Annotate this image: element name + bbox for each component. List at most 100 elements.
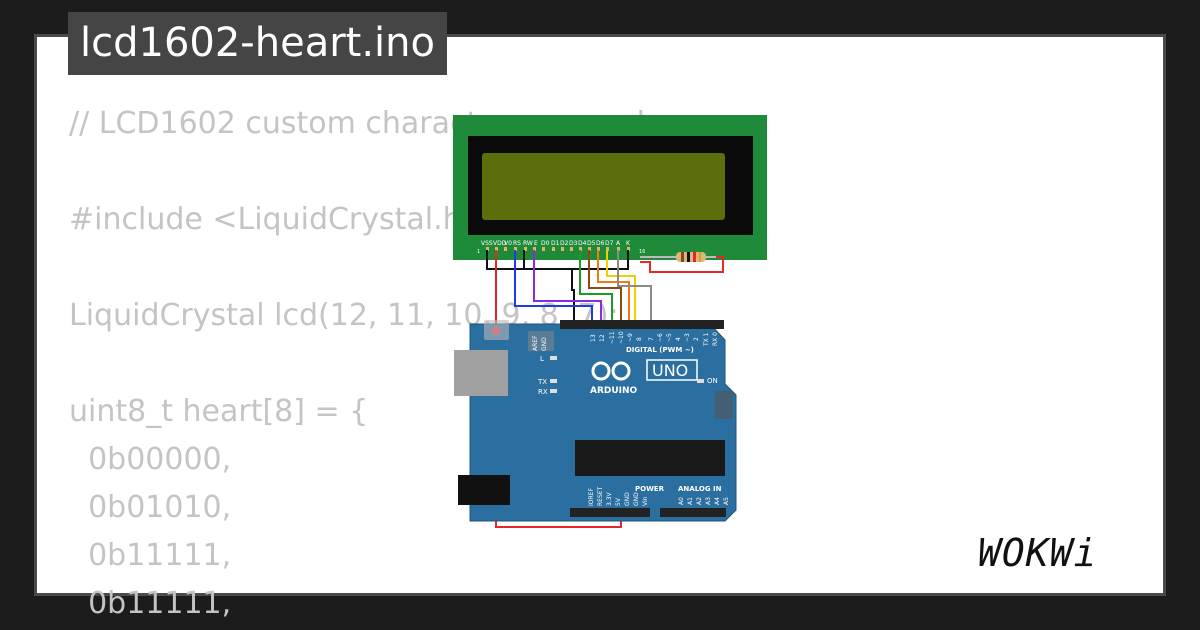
lcd-pin-label-d4: D4 <box>578 240 587 247</box>
atmega-chip <box>575 440 725 476</box>
circuit-diagram: VSS VDD V0 RS RW E D0 D1 D2 D3 D4 D5 D6 … <box>453 115 767 528</box>
icsp-header-top <box>528 331 554 351</box>
wire-d7-d7 <box>606 250 636 324</box>
lcd-pin-label-a: A <box>616 240 621 247</box>
pin-label-ioref: IOREF <box>588 488 595 506</box>
power-label: POWER <box>635 485 665 493</box>
pin-label-gnd-2: GND <box>633 492 640 506</box>
code-line: uint8_t heart[8] = { <box>69 394 369 429</box>
pin-label-7: 7 <box>648 337 655 341</box>
pin-label-aref: AREF <box>532 335 539 351</box>
usb-port <box>454 350 508 396</box>
lcd-pin-number-first: 1 <box>477 249 480 255</box>
project-title: lcd1602-heart.ino <box>68 12 447 75</box>
lcd-pin-label-k: K <box>626 240 631 247</box>
pin-label-13: 13 <box>590 334 597 342</box>
pin-label-3v3: 3.3V <box>606 491 613 506</box>
wire-rs-d12 <box>514 250 593 324</box>
led-tx <box>550 379 557 383</box>
lcd-screen <box>482 153 725 220</box>
pin-label-reset: RESET <box>597 486 604 506</box>
lcd-pin-label-d1: D1 <box>551 240 560 247</box>
wire-d5-d9 <box>588 250 622 324</box>
lcd-pin-label-rs: RS <box>513 240 521 247</box>
reset-housing <box>484 320 509 340</box>
code-preview: // LCD1602 custom characters example#inc… <box>69 100 969 621</box>
power-header <box>570 508 650 517</box>
lcd1602-display: VSS VDD V0 RS RW E D0 D1 D2 D3 D4 D5 D6 … <box>453 115 767 260</box>
pin-label-5v: 5V <box>615 497 622 506</box>
power-pin-labels: IOREF RESET 3.3V 5V GND GND Vin <box>588 486 649 506</box>
pin-label-tx1: TX 1 <box>703 332 710 347</box>
digital-pin-labels: AREF GND 13 12 ~11 ~10 ~9 8 7 ~6 ~5 4 ~3… <box>532 331 719 351</box>
lcd-pin-number-last: 16 <box>639 249 645 255</box>
pin-label-gnd: GND <box>541 337 548 351</box>
pin-label-8: 8 <box>636 337 643 341</box>
analog-header <box>660 508 726 517</box>
pin-label-a4: A4 <box>714 497 721 505</box>
code-line: 0b01010, <box>69 490 232 525</box>
lcd-pin-label-vss: VSS <box>481 240 493 247</box>
lcd-pin-label-rw: RW <box>523 240 533 247</box>
lcd-pin-label-d0: D0 <box>541 240 550 247</box>
pin-label-5: ~5 <box>666 333 673 342</box>
led-label-l: L <box>540 355 544 363</box>
icsp-header-side <box>715 391 733 419</box>
pin-label-10: ~10 <box>618 331 625 344</box>
power-jack <box>458 475 510 505</box>
pin-label-gnd-1: GND <box>624 492 631 506</box>
led-label-rx: RX <box>538 388 548 396</box>
pin-label-a0: A0 <box>678 497 685 505</box>
wire-e-d11 <box>533 250 602 324</box>
on-label: ON <box>707 377 718 385</box>
lcd-pin-label-d2: D2 <box>560 240 569 247</box>
arduino-logo: ARDUINO UNO <box>590 359 698 396</box>
pin-label-a1: A1 <box>687 497 694 505</box>
code-line: 0b11111, <box>69 586 232 621</box>
wire-res-5v <box>640 256 724 273</box>
code-line: 0b11111, <box>69 538 232 573</box>
wire-k-gnd <box>572 250 629 270</box>
arduino-brand: ARDUINO <box>590 386 638 396</box>
resistor <box>640 252 716 262</box>
arduino-uno-board: DIGITAL (PWM ~) L TX RX ON ARDUINO UNO A… <box>454 320 737 522</box>
pin-label-a5: A5 <box>723 497 730 505</box>
lcd-pin-label-vdd: VDD <box>493 240 507 247</box>
wire-a-res <box>617 250 652 324</box>
lcd-pin-label-d6: D6 <box>596 240 605 247</box>
lcd-pin-label-d5: D5 <box>587 240 596 247</box>
pin-label-9: ~9 <box>627 333 634 342</box>
led-l <box>550 356 557 360</box>
pin-label-a3: A3 <box>705 497 712 505</box>
led-on <box>697 379 704 383</box>
lcd-pin-header <box>486 247 630 251</box>
led-rx <box>550 389 557 393</box>
pin-label-6: ~6 <box>657 333 664 342</box>
led-label-tx: TX <box>537 378 547 386</box>
pin-label-4: 4 <box>675 337 682 341</box>
lcd-pin-label-e: E <box>534 240 538 247</box>
wire-d4-d10 <box>579 250 613 324</box>
analog-label: ANALOG IN <box>678 485 722 493</box>
wire-d6-d8 <box>597 250 630 324</box>
wire-rw-gnd <box>523 250 572 270</box>
lcd-pin-label-d3: D3 <box>569 240 578 247</box>
pin-label-a2: A2 <box>696 497 703 505</box>
pin-label-12: 12 <box>599 334 606 342</box>
digital-label: DIGITAL (PWM ~) <box>626 346 694 354</box>
code-line: 0b00000, <box>69 442 232 477</box>
code-line: #include <LiquidCrystal.h> <box>69 202 487 237</box>
wire-vss-gnd <box>486 250 575 324</box>
wokwi-logo: WOKWi <box>978 531 1097 575</box>
pin-label-11: ~11 <box>609 331 616 344</box>
lcd-pin-label-v0: V0 <box>504 240 512 247</box>
arduino-model: UNO <box>652 361 688 380</box>
pin-label-3: ~3 <box>684 333 691 342</box>
lcd-pin-label-d7: D7 <box>605 240 614 247</box>
digital-header <box>560 320 724 329</box>
analog-pin-labels: A0 A1 A2 A3 A4 A5 <box>678 497 730 505</box>
pin-label-2: 2 <box>693 337 700 341</box>
wokwi-logo-text: WOKWi <box>978 531 1097 575</box>
pin-label-vin: Vin <box>642 496 649 506</box>
pin-label-rx0: RX 0 <box>712 332 719 346</box>
